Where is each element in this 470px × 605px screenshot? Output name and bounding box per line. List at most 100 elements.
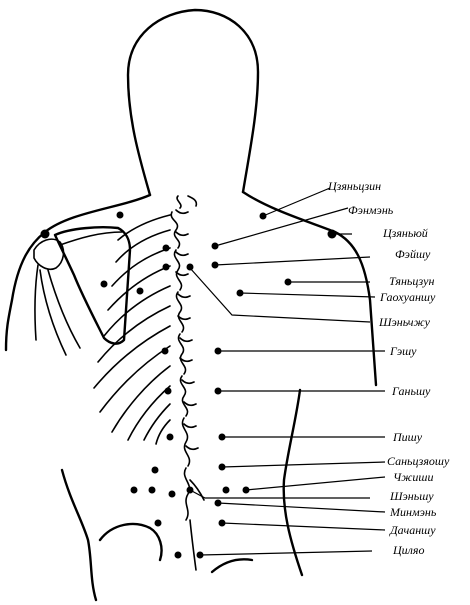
sacrum-line: [189, 519, 197, 571]
label-gaohuanshu: Гаохуаншу: [379, 290, 436, 304]
scapula-edge: [39, 269, 67, 356]
point-labels: Цзяньцзин Фэнмэнь Цзяньюй Фэйшу Тяньцзун…: [327, 179, 450, 557]
rib: [117, 214, 171, 241]
point-dot: [40, 229, 50, 239]
rib: [115, 229, 171, 263]
rib: [111, 365, 171, 433]
point-dot: [284, 278, 292, 286]
rib: [155, 419, 171, 445]
rib: [103, 285, 171, 337]
acupuncture-points: [40, 211, 337, 559]
point-dot: [154, 519, 162, 527]
point-dot: [186, 486, 194, 494]
label-chzhishi: Чжиши: [393, 470, 434, 484]
label-geshu: Гэшу: [389, 344, 417, 358]
point-dot: [218, 433, 226, 441]
leader-femen: [214, 207, 349, 247]
point-dot: [214, 347, 222, 355]
vertebra: [175, 291, 185, 333]
label-shenshu: Шэньшу: [389, 489, 434, 503]
point-dot: [259, 212, 267, 220]
right-shoulder-outline: [241, 190, 378, 387]
vertebra: [189, 479, 205, 501]
vertebra: [179, 375, 189, 417]
label-santszyaoshu: Саньцзяошу: [387, 454, 450, 468]
scapula-inner: [47, 269, 81, 349]
pelvis-right: [210, 558, 254, 574]
scapula-head: [33, 238, 65, 271]
leader-shenshu: [189, 489, 370, 499]
vertebra: [173, 249, 183, 291]
head-outline: [126, 8, 260, 197]
label-ganshu: Ганьшу: [391, 384, 431, 398]
leader-lines: [189, 187, 386, 556]
label-dachanshu: Дачаншу: [389, 523, 436, 537]
right-flank-line: [282, 388, 304, 577]
point-dot: [162, 263, 170, 271]
label-tszyanyuy: Цзяньюй: [382, 226, 428, 240]
leader-chzhishi: [245, 476, 386, 491]
point-dot: [222, 486, 230, 494]
label-tszyantszin: Цзяньцзин: [327, 179, 381, 193]
leader-feyshu: [214, 256, 371, 266]
label-femen: Фэнмэнь: [348, 203, 394, 217]
pelvis-left: [98, 522, 163, 562]
point-dot: [218, 463, 226, 471]
point-dot: [174, 551, 182, 559]
scapula-spine: [59, 231, 123, 246]
leader-shenchzhu: [189, 267, 371, 323]
vertebra-processes: [175, 209, 199, 451]
point-dot: [214, 499, 222, 507]
label-feyshu: Фэйшу: [395, 247, 431, 261]
point-dot: [242, 486, 250, 494]
point-dot: [130, 486, 138, 494]
rib: [143, 403, 171, 441]
body-outline: [4, 8, 378, 602]
point-dot: [151, 466, 159, 474]
vertebra: [176, 195, 182, 209]
point-dot: [161, 347, 169, 355]
point-dot: [196, 551, 204, 559]
rib: [99, 345, 171, 413]
point-dot: [186, 263, 194, 271]
point-dot: [168, 490, 176, 498]
leader-santszyaoshu: [221, 461, 386, 468]
vertebra: [170, 211, 181, 249]
scapula-outline: [53, 226, 132, 345]
scapula: [33, 226, 132, 356]
label-tsilyao: Циляо: [392, 543, 424, 557]
label-pishu: Пишу: [392, 430, 423, 444]
pelvis: [98, 519, 254, 574]
leader-minmen: [217, 502, 386, 513]
rib: [107, 265, 171, 311]
leader-gaohuanshu: [239, 292, 376, 298]
point-dot: [236, 289, 244, 297]
point-dot: [162, 244, 170, 252]
vertebra: [187, 195, 198, 207]
label-shenchzhu: Шэньчжу: [378, 315, 431, 329]
point-dot: [116, 211, 124, 219]
leader-tsilyao: [199, 550, 373, 556]
point-dot: [211, 261, 219, 269]
point-dot: [148, 486, 156, 494]
point-dot: [136, 287, 144, 295]
rib: [93, 325, 171, 389]
point-dot: [100, 280, 108, 288]
label-tyantszun: Тяньцзун: [389, 274, 434, 288]
vertebra: [183, 467, 191, 521]
vertebra: [177, 333, 187, 375]
rib: [97, 305, 171, 363]
left-shoulder-outline: [4, 193, 152, 352]
point-dot: [218, 519, 226, 527]
point-dot: [214, 387, 222, 395]
vertebra: [181, 417, 191, 467]
point-dot: [166, 433, 174, 441]
leader-dachanshu: [221, 522, 386, 531]
spine: [170, 195, 205, 521]
ribs: [93, 214, 171, 445]
left-torso-outline: [60, 468, 98, 602]
point-dot: [164, 387, 172, 395]
left-arm-line: [34, 264, 39, 341]
label-minmen: Минмэнь: [389, 505, 437, 519]
